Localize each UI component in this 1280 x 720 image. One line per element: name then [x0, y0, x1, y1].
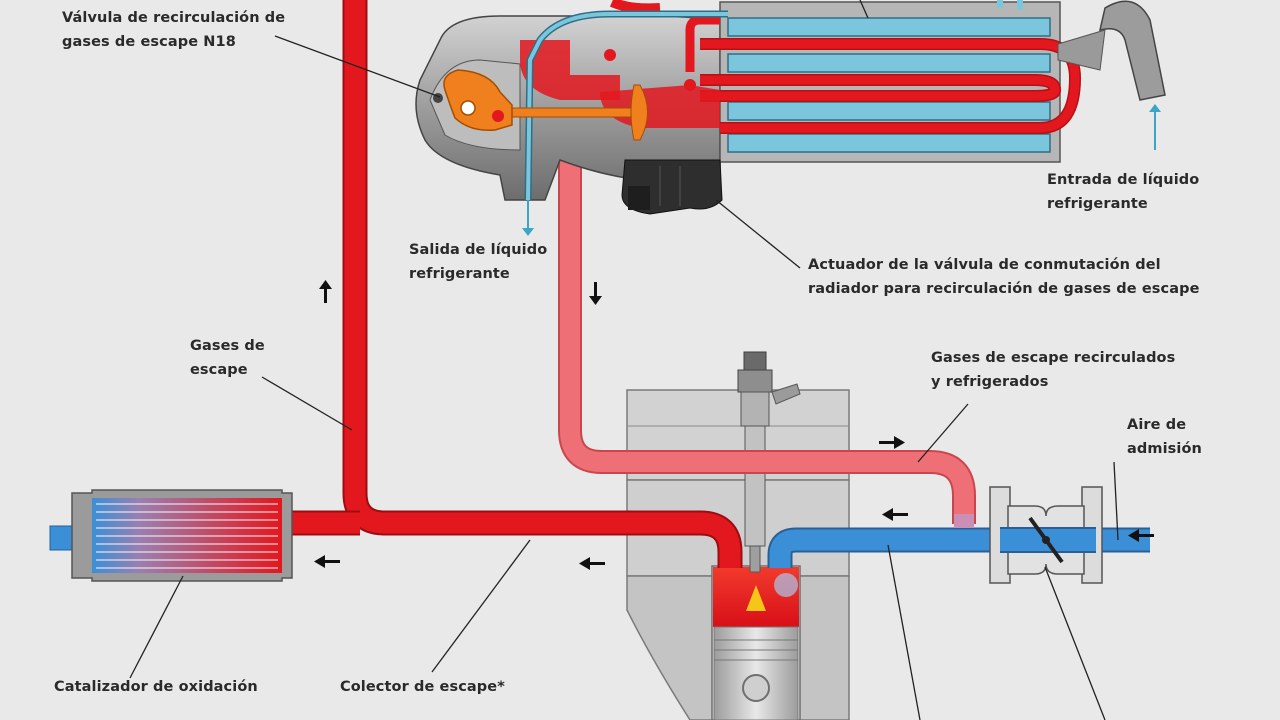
actuator	[621, 159, 723, 215]
label-line: escape	[190, 362, 248, 378]
exhaust-pipe	[290, 0, 743, 568]
label-intake-air: Aire de admisión	[1127, 413, 1202, 461]
label-actuator: Actuador de la válvula de conmutación de…	[808, 253, 1200, 301]
label-egr-valve-n18: Válvula de recirculación de gases de esc…	[62, 6, 285, 54]
egr-cooler	[415, 0, 1166, 236]
label-line: admisión	[1127, 441, 1202, 457]
label-coolant-inlet: Entrada de líquido refrigerante	[1047, 168, 1199, 216]
cooler-tubes	[700, 17, 1082, 153]
label-exhaust-gas: Gases de escape	[190, 334, 265, 382]
label-line: refrigerante	[1047, 196, 1148, 212]
label-line: Salida de líquido	[409, 242, 548, 258]
cylinder	[711, 565, 801, 720]
label-oxidation-catalyst: Catalizador de oxidación	[54, 679, 258, 695]
label-line: Gases de	[190, 338, 265, 354]
label-line: Entrada de líquido	[1047, 172, 1200, 188]
label-line: radiador para recirculación de gases de …	[808, 281, 1200, 297]
label-line: refrigerante	[409, 266, 510, 282]
label-coolant-outlet: Salida de líquido refrigerante	[409, 238, 547, 286]
leader-lines	[129, 0, 1119, 720]
label-line: y refrigerados	[931, 374, 1049, 390]
arrow-up-icon	[319, 280, 332, 303]
injection-spray-icon	[746, 585, 766, 611]
throttle-body	[989, 486, 1103, 584]
arrow-down-icon	[589, 282, 602, 305]
intake-pipe	[767, 527, 1150, 597]
piston	[713, 626, 799, 720]
label-line: Actuador de la válvula de conmutación de…	[808, 257, 1161, 273]
arrow-left-icon	[882, 508, 908, 521]
label-line: Válvula de recirculación de	[62, 10, 286, 26]
label-line: gases de escape N18	[62, 34, 236, 50]
arrow-left-icon	[579, 557, 605, 570]
label-recirculated-gas: Gases de escape recirculados y refrigera…	[931, 346, 1175, 394]
label-exhaust-manifold: Colector de escape*	[340, 679, 505, 695]
oxidation-catalyst	[49, 489, 293, 582]
arrow-right-icon	[879, 436, 905, 449]
flow-arrows	[314, 280, 1154, 570]
egr-valve-n18	[433, 49, 696, 141]
label-line: Aire de	[1127, 417, 1187, 433]
arrow-left-icon	[1128, 529, 1154, 542]
label-line: Gases de escape recirculados	[931, 350, 1176, 366]
arrow-left-icon	[314, 555, 340, 568]
